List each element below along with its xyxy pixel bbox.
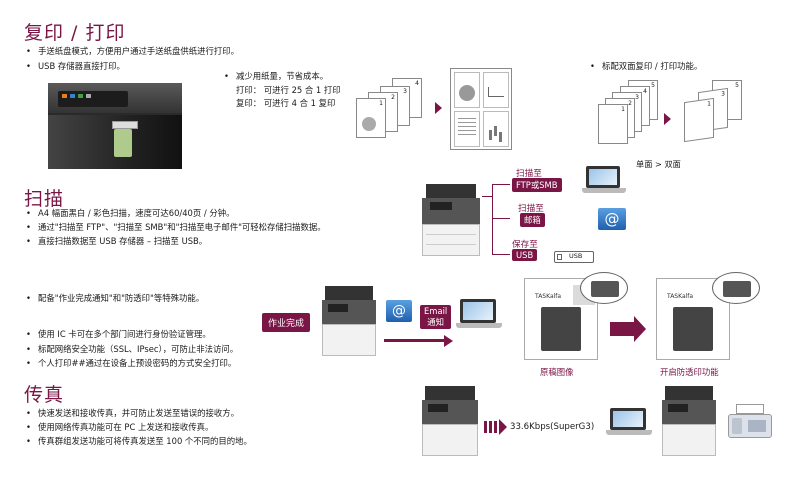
scan-to-mail-pill: 邮箱	[520, 213, 545, 227]
scan-to-ftp-pill: FTP或SMB	[512, 178, 562, 192]
original-magnifier	[580, 272, 628, 304]
saving-bullet: •减少用纸量，节省成本。	[224, 71, 329, 81]
email-notice-badge: Email 通知	[420, 305, 452, 329]
fax-speed-bars	[484, 421, 487, 433]
scan-to-ftp-label: 扫描至	[516, 169, 542, 179]
fax-bullet-3: •传真群组发送功能可将传真发送至 100 个不同的目的地。	[26, 436, 252, 446]
email-at-icon: @	[598, 208, 626, 230]
scan-connector-ftp	[492, 184, 510, 185]
mfp-fax-receiver	[662, 386, 716, 456]
scan-to-mail-label: 扫描至	[518, 204, 544, 214]
job-done-badge: 作业完成	[262, 313, 311, 332]
fax-title: 传真	[24, 384, 65, 406]
laptop-icon	[582, 166, 626, 198]
duplex-caption: 单面 > 双面	[636, 159, 681, 169]
security-bullet-top: •配备"作业完成通知"和"防透印"等特殊功能。	[26, 293, 205, 303]
nup-sheet	[450, 68, 512, 150]
laptop-icon	[456, 299, 502, 333]
arrow-right-icon	[435, 102, 442, 114]
anti-doc-brand: TASKalfa	[667, 293, 694, 300]
notify-arrow-line	[384, 339, 444, 342]
security-bullet-2: •标配网络安全功能（SSL、IPsec），可防止非法访问。	[26, 344, 239, 354]
duplex-source-stack: 5 4 3 2 1	[598, 80, 662, 152]
fax-bullet-2: •使用网络传真功能可在 PC 上发送和接收传真。	[26, 422, 214, 432]
anti-magnifier	[712, 272, 760, 304]
fax-speed: 33.6Kbps(SuperG3)	[510, 422, 595, 432]
save-to-usb-pill: USB	[512, 249, 538, 261]
original-doc-brand: TASKalfa	[535, 293, 562, 300]
anti-show-through-doc: TASKalfa	[656, 278, 730, 360]
scan-connector-main	[482, 196, 492, 197]
fax-machine-icon	[728, 404, 772, 438]
arrow-right-icon	[499, 419, 507, 435]
copy-print-title: 复印 / 打印	[24, 22, 126, 44]
copy-bullet-2: •USB 存储器直接打印。	[26, 61, 125, 71]
arrow-right-icon	[444, 335, 453, 347]
email-notice-line2: 通知	[427, 317, 444, 327]
usb-drive-label: USB	[569, 252, 583, 260]
scan-connector-mail	[492, 218, 510, 219]
duplex-bullet: •标配双面复印 / 打印功能。	[590, 61, 703, 71]
security-bullet-1: •使用 IC 卡可在多个部门间进行身份验证管理。	[26, 329, 211, 339]
arrow-right-icon	[664, 113, 671, 125]
copy-bullet-1: •手送纸盘模式，方便用户通过手送纸盘供纸进行打印。	[26, 46, 239, 56]
scan-connector-vertical	[492, 184, 493, 254]
scan-bullet-2: •通过"扫描至 FTP"、"扫描至 SMB"和"扫描至电子邮件"可轻松存储扫描数…	[26, 222, 326, 232]
scan-bullet-3: •直接扫描数据至 USB 存储器 – 扫描至 USB。	[26, 236, 208, 246]
scan-title: 扫描	[24, 188, 65, 210]
duplex-output-stack: 5 3 1	[676, 80, 746, 152]
scan-connector-usb	[492, 254, 510, 255]
fax-bullet-1: •快速发送和接收传真，并可防止发送至错误的接收方。	[26, 408, 239, 418]
anti-caption: 开启防透印功能	[660, 367, 719, 377]
arrow-right-icon	[634, 316, 646, 342]
mfp-scan-printer	[422, 184, 480, 256]
print-25in1: 打印： 可进行 25 合 1 打印	[236, 85, 341, 95]
mfp-fax-sender	[422, 386, 478, 456]
email-notice-line1: Email	[424, 306, 448, 316]
usb-drive-icon: USB	[554, 251, 594, 263]
scan-bullet-1: •A4 幅面黑白 / 彩色扫描，速度可达60/40页 / 分钟。	[26, 208, 235, 218]
tray-photo	[48, 83, 182, 169]
laptop-icon	[606, 408, 652, 440]
copy-4in1: 复印： 可进行 4 合 1 复印	[236, 98, 336, 108]
nup-stack: 4 3 2 1	[356, 78, 426, 140]
mfp-security-printer	[322, 286, 376, 356]
security-bullet-3: •个人打印##通过在设备上预设密码的方式安全打印。	[26, 358, 237, 368]
email-at-icon: @	[386, 300, 412, 322]
compare-arrow-body	[610, 322, 634, 336]
save-to-usb-label: 保存至	[512, 240, 538, 250]
original-caption: 原稿图像	[540, 367, 574, 377]
usb-port	[112, 121, 138, 129]
usb-stick-icon	[114, 129, 132, 157]
